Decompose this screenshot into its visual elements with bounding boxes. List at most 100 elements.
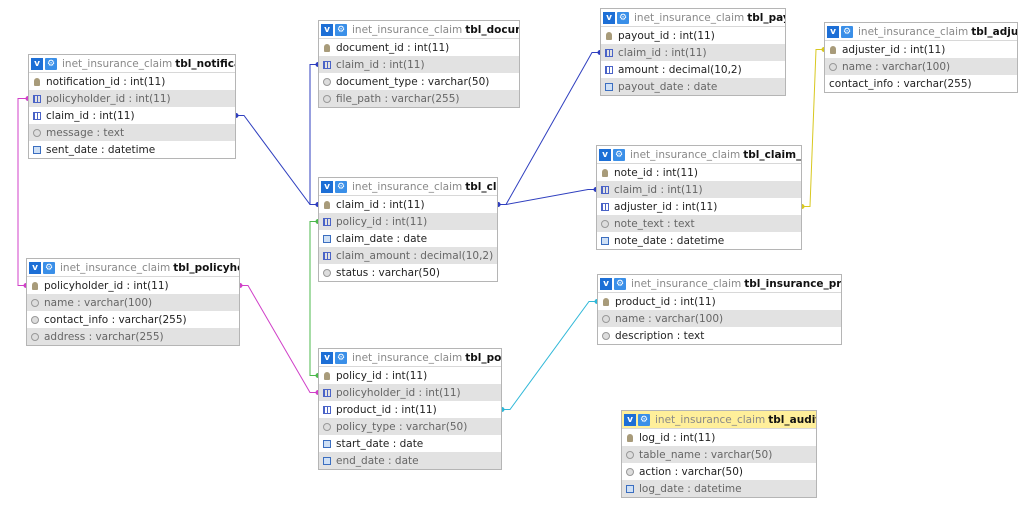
table-name: tbl_payout — [747, 11, 785, 24]
field-row[interactable]: note_date : datetime — [597, 232, 801, 249]
text-icon — [602, 314, 610, 323]
field-row[interactable]: address : varchar(255) — [27, 328, 239, 345]
field-row[interactable]: amount : decimal(10,2) — [601, 61, 785, 78]
field-label: claim_amount : decimal(10,2) — [336, 249, 494, 262]
field-row[interactable]: claim_amount : decimal(10,2) — [319, 247, 497, 264]
toggle-view-icon[interactable]: v — [624, 413, 636, 426]
field-label: description : text — [615, 329, 705, 342]
key-icon — [830, 45, 836, 54]
field-row[interactable]: policyholder_id : int(11) — [27, 277, 239, 294]
table-header[interactable]: v⚙inet_insurance_claimtbl_insurance_prod… — [598, 275, 841, 293]
field-row[interactable]: notification_id : int(11) — [29, 73, 235, 90]
field-row[interactable]: claim_id : int(11) — [601, 44, 785, 61]
field-row[interactable]: adjuster_id : int(11) — [597, 198, 801, 215]
field-label: product_id : int(11) — [336, 403, 437, 416]
field-row[interactable]: sent_date : datetime — [29, 141, 235, 158]
field-row[interactable]: contact_info : varchar(255) — [825, 75, 1017, 92]
field-row[interactable]: claim_id : int(11) — [29, 107, 235, 124]
toggle-view-icon[interactable]: v — [603, 11, 615, 24]
field-row[interactable]: description : text — [598, 327, 841, 344]
field-row[interactable]: name : varchar(100) — [825, 58, 1017, 75]
field-row[interactable]: adjuster_id : int(11) — [825, 41, 1017, 58]
field-row[interactable]: status : varchar(50) — [319, 264, 497, 281]
field-label: claim_id : int(11) — [336, 58, 425, 71]
field-row[interactable]: file_path : varchar(255) — [319, 90, 519, 107]
field-row[interactable]: end_date : date — [319, 452, 501, 469]
field-row[interactable]: policy_id : int(11) — [319, 367, 501, 384]
field-row[interactable]: note_text : text — [597, 215, 801, 232]
field-row[interactable]: action : varchar(50) — [622, 463, 816, 480]
number-icon — [323, 217, 331, 226]
gear-icon[interactable]: ⚙ — [841, 25, 853, 38]
field-row[interactable]: contact_info : varchar(255) — [27, 311, 239, 328]
table-tbl-claim[interactable]: v⚙inet_insurance_claimtbl_claimclaim_id … — [318, 177, 498, 282]
toggle-view-icon[interactable]: v — [827, 25, 839, 38]
toggle-view-icon[interactable]: v — [321, 23, 333, 36]
table-tbl-policy[interactable]: v⚙inet_insurance_claimtbl_policypolicy_i… — [318, 348, 502, 470]
toggle-view-icon[interactable]: v — [600, 277, 612, 290]
field-row[interactable]: payout_id : int(11) — [601, 27, 785, 44]
gear-icon[interactable]: ⚙ — [614, 277, 626, 290]
table-name: tbl_claim — [465, 180, 497, 193]
gear-icon[interactable]: ⚙ — [43, 261, 55, 274]
table-tbl-insurance-product[interactable]: v⚙inet_insurance_claimtbl_insurance_prod… — [597, 274, 842, 345]
field-row[interactable]: policyholder_id : int(11) — [29, 90, 235, 107]
table-tbl-policyholder[interactable]: v⚙inet_insurance_claimtbl_policyholderpo… — [26, 258, 240, 346]
field-row[interactable]: log_id : int(11) — [622, 429, 816, 446]
field-row[interactable]: product_id : int(11) — [598, 293, 841, 310]
field-row[interactable]: start_date : date — [319, 435, 501, 452]
field-row[interactable]: policyholder_id : int(11) — [319, 384, 501, 401]
gear-icon[interactable]: ⚙ — [45, 57, 57, 70]
gear-icon[interactable]: ⚙ — [638, 413, 650, 426]
field-row[interactable]: claim_id : int(11) — [319, 56, 519, 73]
field-label: note_date : datetime — [614, 234, 725, 247]
field-row[interactable]: note_id : int(11) — [597, 164, 801, 181]
field-row[interactable]: claim_id : int(11) — [597, 181, 801, 198]
field-row[interactable]: document_type : varchar(50) — [319, 73, 519, 90]
field-label: policy_id : int(11) — [336, 215, 428, 228]
table-tbl-notification[interactable]: v⚙inet_insurance_claimtbl_notificationno… — [28, 54, 236, 159]
field-row[interactable]: name : varchar(100) — [598, 310, 841, 327]
field-row[interactable]: policy_type : varchar(50) — [319, 418, 501, 435]
field-row[interactable]: document_id : int(11) — [319, 39, 519, 56]
table-tbl-claim-note[interactable]: v⚙inet_insurance_claimtbl_claim_notenote… — [596, 145, 802, 250]
toggle-view-icon[interactable]: v — [29, 261, 41, 274]
toggle-view-icon[interactable]: v — [31, 57, 43, 70]
gear-icon[interactable]: ⚙ — [613, 148, 625, 161]
table-tbl-adjuster[interactable]: v⚙inet_insurance_claimtbl_adjusteradjust… — [824, 22, 1018, 93]
toggle-view-icon[interactable]: v — [321, 351, 333, 364]
gear-icon[interactable]: ⚙ — [335, 180, 347, 193]
field-row[interactable]: log_date : datetime — [622, 480, 816, 497]
field-label: policy_type : varchar(50) — [336, 420, 468, 433]
text-icon — [31, 315, 39, 324]
key-icon — [627, 433, 633, 442]
toggle-view-icon[interactable]: v — [321, 180, 333, 193]
field-row[interactable]: table_name : varchar(50) — [622, 446, 816, 463]
field-row[interactable]: product_id : int(11) — [319, 401, 501, 418]
gear-icon[interactable]: ⚙ — [617, 11, 629, 24]
field-row[interactable]: claim_date : date — [319, 230, 497, 247]
table-tbl-audit-log[interactable]: v⚙inet_insurance_claimtbl_audit_loglog_i… — [621, 410, 817, 498]
text-icon — [626, 450, 634, 459]
gear-icon[interactable]: ⚙ — [335, 351, 347, 364]
table-tbl-document[interactable]: v⚙inet_insurance_claimtbl_documentdocume… — [318, 20, 520, 108]
field-row[interactable]: name : varchar(100) — [27, 294, 239, 311]
field-label: note_text : text — [614, 217, 695, 230]
field-row[interactable]: policy_id : int(11) — [319, 213, 497, 230]
gear-icon[interactable]: ⚙ — [335, 23, 347, 36]
field-row[interactable]: claim_id : int(11) — [319, 196, 497, 213]
field-label: payout_id : int(11) — [618, 29, 715, 42]
toggle-view-icon[interactable]: v — [599, 148, 611, 161]
field-row[interactable]: payout_date : date — [601, 78, 785, 95]
field-row[interactable]: message : text — [29, 124, 235, 141]
